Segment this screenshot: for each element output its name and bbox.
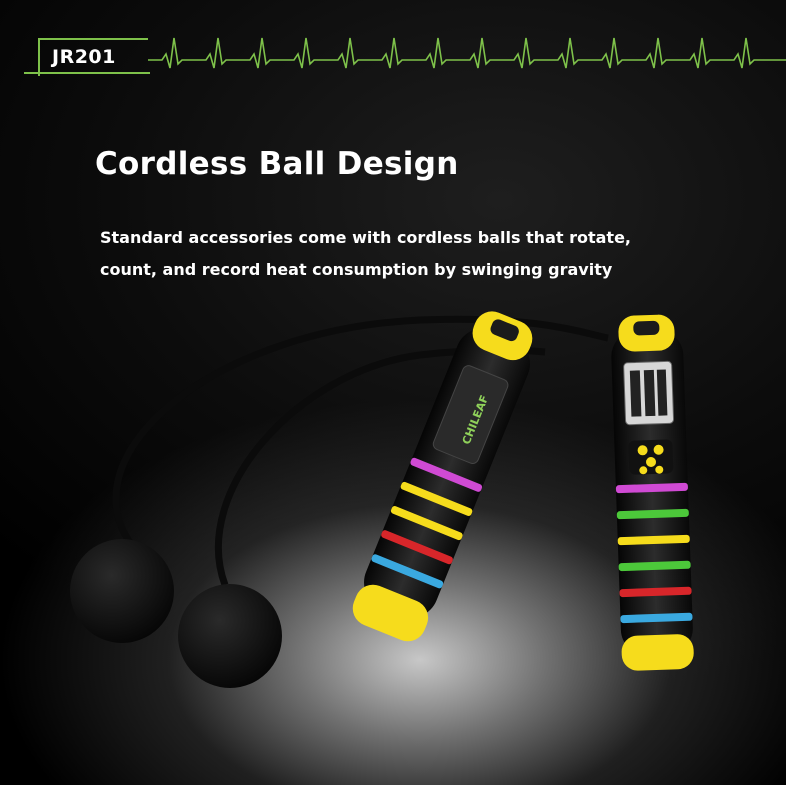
jump-rope-handle-icon: CHILEAF [352,311,533,642]
heartbeat-line-icon [148,37,786,69]
description-line-1: Standard accessories come with cordless … [100,228,631,247]
jump-rope-product-image: CHILEAF [70,311,694,688]
headline: Cordless Ball Design [95,146,459,182]
rope-cord-outer [112,315,609,563]
model-label: JR201 [52,46,116,68]
model-tag: JR201 [24,38,150,76]
cordless-ball-icon [178,584,282,688]
cordless-ball-icon [70,539,174,643]
jump-rope-handle-icon [611,314,694,671]
description-line-2: count, and record heat consumption by sw… [100,260,613,279]
description: Standard accessories come with cordless … [100,222,700,286]
